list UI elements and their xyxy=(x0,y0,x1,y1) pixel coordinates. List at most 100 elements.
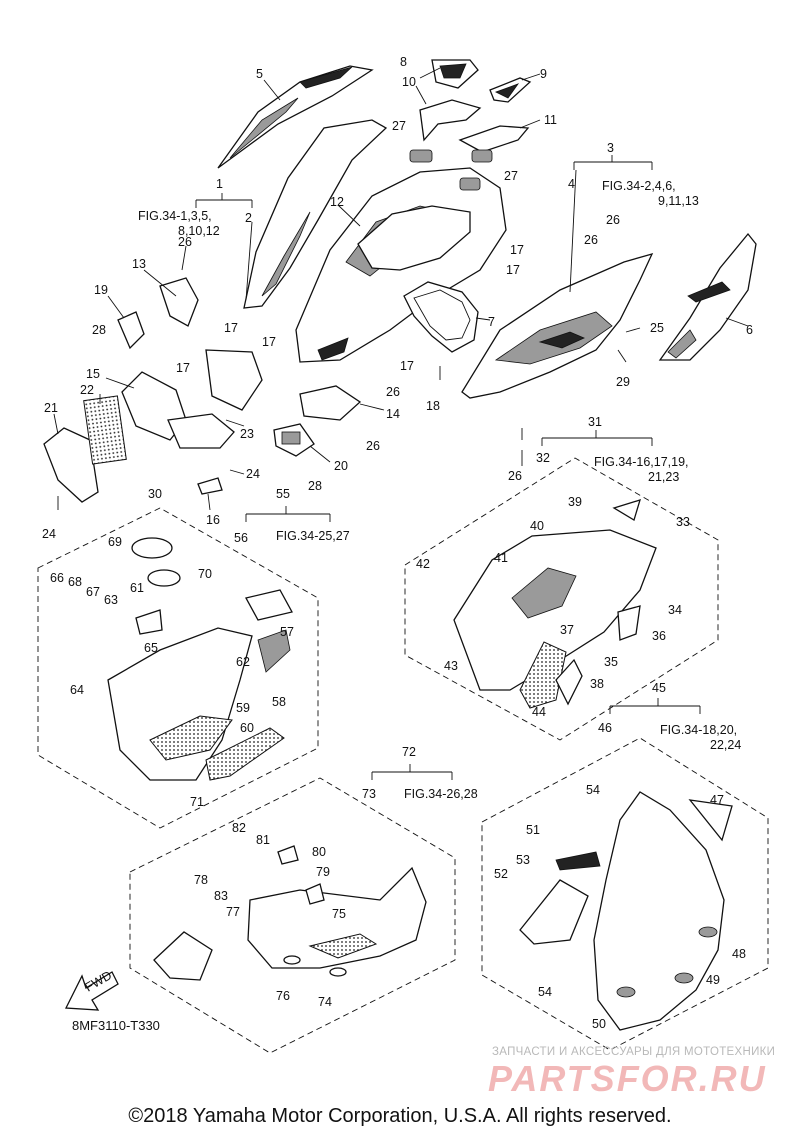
callout-38: 38 xyxy=(590,677,604,691)
ref-fig-45a: FIG.34-18,20, xyxy=(660,723,737,737)
callout-3: 3 xyxy=(607,141,614,155)
callout-26d: 26 xyxy=(386,385,400,399)
callout-26b: 26 xyxy=(606,213,620,227)
callout-17e: 17 xyxy=(176,361,190,375)
part-4-side-cowl-right xyxy=(461,252,654,399)
ref-fig-3b: 9,11,13 xyxy=(658,194,699,208)
callout-labels: 1 2 3 4 5 6 7 8 9 10 11 12 13 14 15 16 1… xyxy=(42,55,753,1031)
callout-59: 59 xyxy=(236,701,250,715)
part-12-front-cowl xyxy=(295,167,507,363)
callout-20: 20 xyxy=(334,459,348,473)
callout-46: 46 xyxy=(598,721,612,735)
callout-32: 32 xyxy=(536,451,550,465)
callout-24a: 24 xyxy=(246,467,260,481)
callout-6: 6 xyxy=(746,323,753,337)
callout-54b: 54 xyxy=(538,985,552,999)
leader-lines xyxy=(53,67,749,511)
callout-33: 33 xyxy=(676,515,690,529)
callout-17a: 17 xyxy=(510,243,524,257)
callout-55: 55 xyxy=(276,487,290,501)
callout-64: 64 xyxy=(70,683,84,697)
callout-29: 29 xyxy=(616,375,630,389)
callout-26c: 26 xyxy=(584,233,598,247)
callout-17c: 17 xyxy=(224,321,238,335)
ref-fig-72: FIG.34-26,28 xyxy=(404,787,478,801)
callout-54a: 54 xyxy=(586,783,600,797)
fig-references: FIG.34-1,3,5, 8,10,12 FIG.34-2,4,6, 9,11… xyxy=(138,179,741,801)
callout-78: 78 xyxy=(194,873,208,887)
callout-36: 36 xyxy=(652,629,666,643)
callout-13: 13 xyxy=(132,257,146,271)
group-32-box xyxy=(404,457,719,741)
ref-fig-1a: FIG.34-1,3,5, xyxy=(138,209,212,223)
callout-67: 67 xyxy=(86,585,100,599)
part-16-tag xyxy=(197,477,223,495)
callout-52: 52 xyxy=(494,867,508,881)
ref-brackets xyxy=(195,155,701,780)
callout-81: 81 xyxy=(256,833,270,847)
callout-79: 79 xyxy=(316,865,330,879)
callout-72: 72 xyxy=(402,745,416,759)
callout-12: 12 xyxy=(330,195,344,209)
callout-2: 2 xyxy=(245,211,252,225)
watermark-tagline: ЗАПЧАСТИ И АКСЕССУАРЫ ДЛЯ МОТОТЕХНИКИ xyxy=(492,1046,776,1058)
callout-27a: 27 xyxy=(392,119,406,133)
callout-10: 10 xyxy=(402,75,416,89)
callout-57: 57 xyxy=(280,625,294,639)
callout-17b: 17 xyxy=(506,263,520,277)
callout-24b: 24 xyxy=(42,527,56,541)
ref-fig-3a: FIG.34-2,4,6, xyxy=(602,179,676,193)
callout-69: 69 xyxy=(108,535,122,549)
callout-48: 48 xyxy=(732,947,746,961)
callout-73: 73 xyxy=(362,787,376,801)
callout-49: 49 xyxy=(706,973,720,987)
callout-11: 11 xyxy=(544,113,557,127)
part-46-side-cowl-left xyxy=(519,791,733,1031)
callout-19: 19 xyxy=(94,283,108,297)
callout-31: 31 xyxy=(588,415,602,429)
part-7-bracket xyxy=(403,281,479,353)
callout-43: 43 xyxy=(444,659,458,673)
callout-76: 76 xyxy=(276,989,290,1003)
callout-9: 9 xyxy=(540,67,547,81)
callout-8: 8 xyxy=(400,55,407,69)
copyright-notice: ©2018 Yamaha Motor Corporation, U.S.A. A… xyxy=(128,1105,672,1127)
ref-fig-31b: 21,23 xyxy=(648,470,679,484)
drawing-code: 8MF3110-T330 xyxy=(72,1018,160,1033)
part-8-9-10-11-vent-parts xyxy=(409,59,532,191)
ref-fig-55: FIG.34-25,27 xyxy=(276,529,350,543)
part-5-visor-top xyxy=(217,65,374,169)
callout-53: 53 xyxy=(516,853,530,867)
part-56-lower-assembly xyxy=(107,537,293,781)
part-15-23-inner-panels xyxy=(121,349,362,457)
callout-35: 35 xyxy=(604,655,618,669)
callout-22: 22 xyxy=(80,383,94,397)
ref-fig-31a: FIG.34-16,17,19, xyxy=(594,455,689,469)
callout-1: 1 xyxy=(216,177,223,191)
callout-63: 63 xyxy=(104,593,118,607)
callout-44: 44 xyxy=(532,705,546,719)
callout-40: 40 xyxy=(530,519,544,533)
callout-28b: 28 xyxy=(308,479,322,493)
callout-34: 34 xyxy=(668,603,682,617)
callout-14: 14 xyxy=(386,407,400,421)
callout-47: 47 xyxy=(710,793,724,807)
callout-62: 62 xyxy=(236,655,250,669)
callout-7: 7 xyxy=(488,315,495,329)
part-73-under-cowl xyxy=(153,845,427,981)
callout-25: 25 xyxy=(650,321,664,335)
callout-66: 66 xyxy=(50,571,64,585)
callout-77: 77 xyxy=(226,905,240,919)
callout-18: 18 xyxy=(426,399,440,413)
part-13-19-brackets xyxy=(117,277,199,350)
callout-74: 74 xyxy=(318,995,332,1009)
callout-65: 65 xyxy=(144,641,158,655)
callout-39: 39 xyxy=(568,495,582,509)
callout-17d: 17 xyxy=(262,335,276,349)
part-18-29-bolts xyxy=(439,349,627,440)
part-6-side-panel xyxy=(658,232,757,361)
callout-71: 71 xyxy=(190,795,204,809)
callout-82: 82 xyxy=(232,821,246,835)
callout-56: 56 xyxy=(234,531,248,545)
